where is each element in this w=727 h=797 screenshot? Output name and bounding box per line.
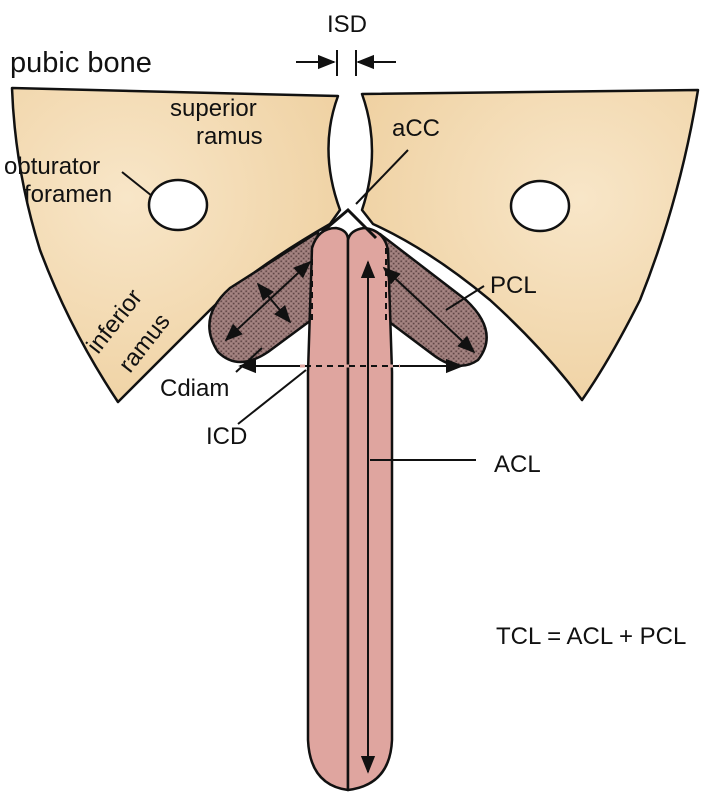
isd-label: ISD [327, 11, 367, 38]
cdiam-label: Cdiam [160, 375, 229, 402]
left-obturator-foramen [149, 180, 207, 230]
foramen-label: foramen [24, 181, 112, 208]
obturator-label: obturator [4, 153, 100, 180]
left-corpus-cavernosum [308, 228, 348, 790]
tcl-formula: TCL = ACL + PCL [496, 623, 686, 650]
right-obturator-foramen [511, 181, 569, 231]
superior-ramus-label: ramus [196, 123, 263, 150]
left-pubic-bone [12, 88, 340, 402]
right-corpus-cavernosum [348, 228, 392, 790]
pcl-label: PCL [490, 272, 537, 299]
icd-label: ICD [206, 423, 247, 450]
acc-label: aCC [392, 115, 440, 142]
icd-leader [238, 370, 306, 424]
acl-label: ACL [494, 451, 541, 478]
pubic-bone-label: pubic bone [10, 47, 152, 79]
superior-label: superior [170, 95, 257, 122]
